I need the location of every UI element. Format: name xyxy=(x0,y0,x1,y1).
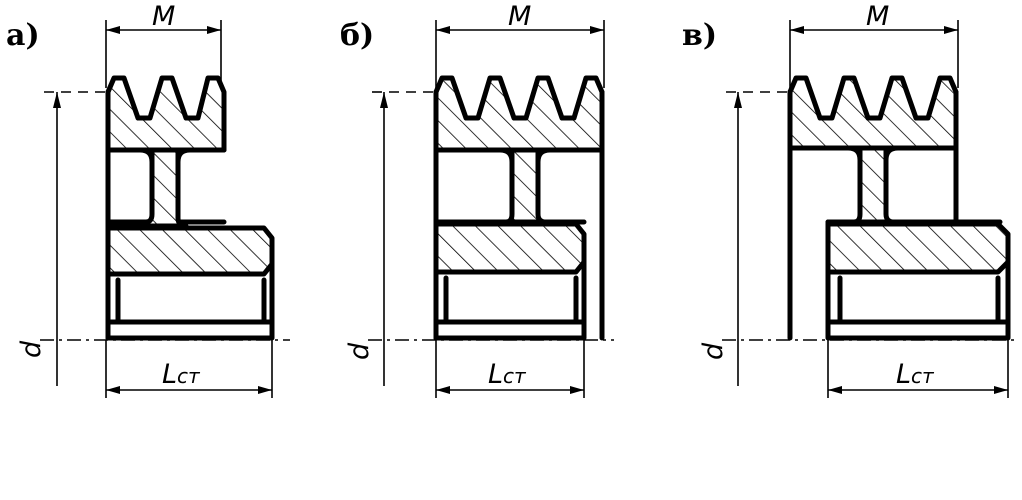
panel-label-b: б) xyxy=(340,18,374,53)
diameter-label-b: d xyxy=(344,342,375,360)
dimension-m-b: M xyxy=(435,1,605,88)
web-section-b xyxy=(433,147,549,225)
web-section-v xyxy=(825,145,897,225)
panel-a: а) M d xyxy=(6,1,290,398)
rim-section-v xyxy=(787,75,959,151)
dimension-lcm-v: Lст xyxy=(827,340,1009,398)
web-section-a xyxy=(105,147,189,229)
web-cavity-left-a xyxy=(105,147,155,225)
hub-length-label-b: Lст xyxy=(488,359,527,390)
web-cavity-right-a xyxy=(175,147,227,225)
panel-b: б) M d Lст xyxy=(340,1,614,398)
hub-section-v xyxy=(825,221,1011,275)
rim-outer-b xyxy=(433,89,605,341)
rim-section-b xyxy=(433,75,605,153)
web-cavity-left-b xyxy=(433,147,515,225)
diameter-label-v: d xyxy=(698,342,729,360)
hub-length-label-a: Lст xyxy=(162,359,201,390)
groove-width-label-a: M xyxy=(152,1,175,32)
rim-outer-v xyxy=(787,89,959,341)
panel-label-v: в) xyxy=(682,18,717,53)
dimension-m-a: M xyxy=(105,1,222,88)
hub-length-label-v: Lст xyxy=(896,359,935,390)
web-cavity-left-v xyxy=(787,145,863,225)
dimension-lcm-b: Lст xyxy=(435,340,585,398)
web-cavity-right-b xyxy=(535,147,605,225)
dimension-lcm-a: Lст xyxy=(105,340,273,398)
groove-width-label-v: M xyxy=(866,1,889,32)
hub-section-a xyxy=(105,225,275,277)
hub-bore-v xyxy=(825,221,1011,341)
groove-width-label-b: M xyxy=(508,1,531,32)
hub-section-b xyxy=(433,221,587,275)
dimension-m-v: M xyxy=(789,1,959,88)
rim-section-a xyxy=(105,75,227,153)
diameter-label-a: d xyxy=(16,340,47,358)
dimension-d-b: d xyxy=(344,91,614,386)
panel-v: в) M d Lст xyxy=(682,1,1016,398)
web-cavity-right-v xyxy=(883,145,1003,225)
panel-label-a: а) xyxy=(6,18,40,53)
